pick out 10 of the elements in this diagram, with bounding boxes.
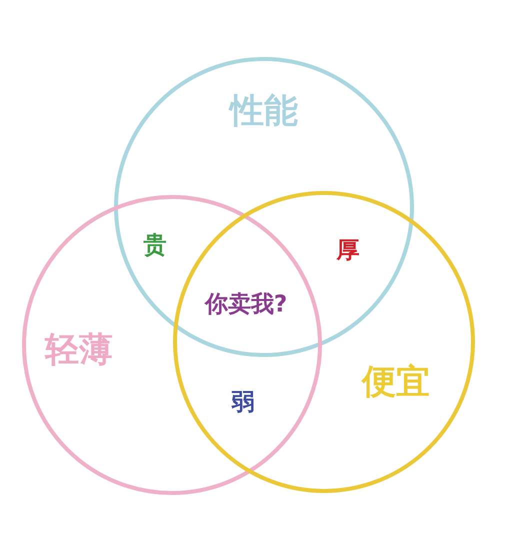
region-label: 贵	[144, 232, 166, 260]
region-label: 弱	[232, 388, 254, 418]
set-circle	[114, 57, 414, 357]
set-name: 性能	[230, 90, 298, 133]
set-circle	[173, 191, 475, 493]
set-circle	[22, 195, 322, 495]
set-name: 便宜	[362, 361, 430, 404]
region-label: 厚	[336, 236, 360, 266]
set-name: 轻薄	[45, 329, 113, 372]
region-label: 你卖我?	[204, 290, 288, 320]
